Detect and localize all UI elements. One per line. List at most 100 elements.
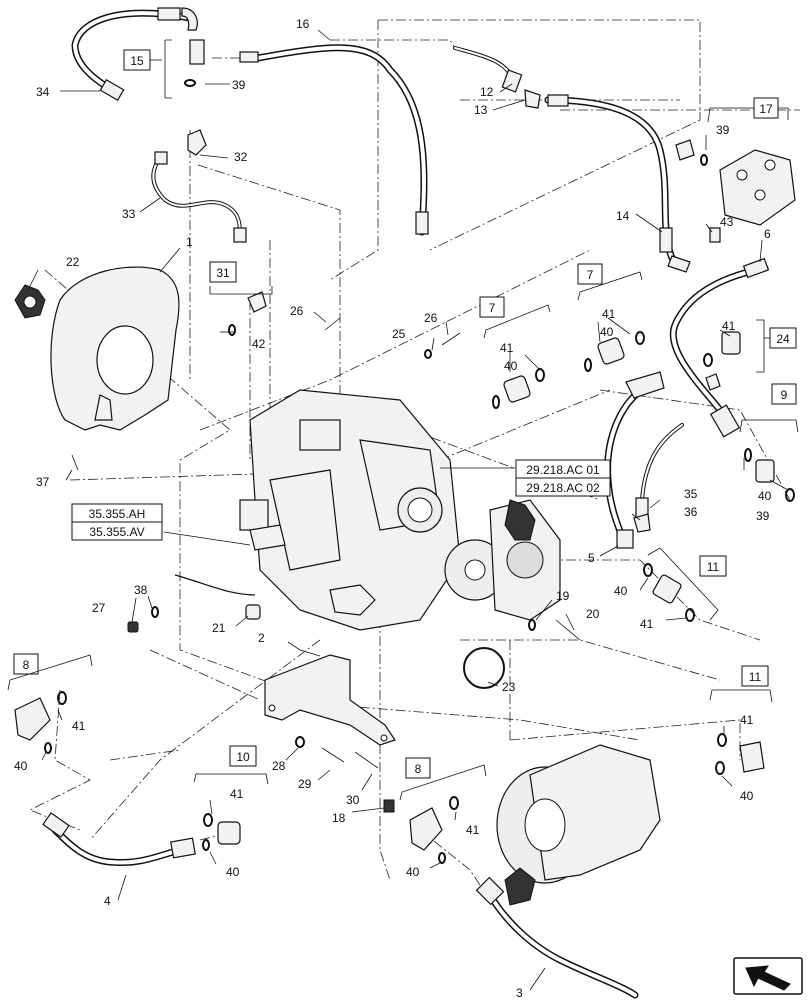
box-label-8-left: 8 (23, 658, 30, 672)
callout-numbers: 1 2 3 4 5 6 12 13 14 16 18 19 20 21 22 2… (14, 17, 772, 1000)
reference-box-29-218: 29.218.AC 01 29.218.AC 02 (515, 459, 611, 497)
callout-41h: 41 (740, 713, 754, 727)
callout-41c: 41 (722, 319, 736, 333)
callout-40d: 40 (614, 584, 628, 598)
callout-30: 30 (346, 793, 360, 807)
sprocket (504, 499, 536, 541)
callout-26b: 26 (424, 311, 438, 325)
callout-19: 19 (556, 589, 570, 603)
box-label-11-upper: 11 (707, 560, 720, 574)
callout-41d: 41 (640, 617, 654, 631)
callout-3: 3 (516, 986, 523, 1000)
boxed-callout-10: 10 (193, 745, 269, 785)
next-page-arrow-icon[interactable] (733, 957, 803, 995)
callout-42: 42 (252, 337, 266, 351)
boxed-callout-31: 31 (209, 261, 273, 295)
callout-41b: 41 (602, 307, 616, 321)
boxed-callout-9: 9 (739, 383, 799, 433)
callout-40f: 40 (226, 865, 240, 879)
hose-3 (475, 876, 639, 999)
box-label-10: 10 (236, 750, 250, 764)
box-label-15: 15 (130, 54, 144, 68)
callout-40e: 40 (14, 759, 28, 773)
callout-20: 20 (586, 607, 600, 621)
callout-40a: 40 (504, 359, 518, 373)
callout-29: 29 (298, 777, 312, 791)
coupling-22 (14, 284, 46, 319)
callout-39a: 39 (232, 78, 246, 92)
hose-4 (42, 812, 196, 867)
callout-26a: 26 (290, 304, 304, 318)
callout-41f: 41 (230, 787, 244, 801)
callout-39c: 39 (756, 509, 770, 523)
callout-25: 25 (392, 327, 406, 341)
callout-18: 18 (332, 811, 346, 825)
hose-16 (239, 44, 429, 236)
boxed-callout-17: 17 (707, 97, 789, 123)
callout-41g: 41 (466, 823, 480, 837)
box-label-9: 9 (781, 388, 788, 402)
ref-29-218-ac-02: 29.218.AC 02 (526, 481, 600, 495)
box-label-7-left: 7 (489, 301, 496, 315)
ref-35-355-ah: 35.355.AH (89, 507, 146, 521)
callout-38: 38 (134, 583, 148, 597)
boxed-callout-8-lower: 8 (399, 757, 487, 801)
callout-13: 13 (474, 103, 488, 117)
callout-1: 1 (186, 235, 193, 249)
callout-23: 23 (502, 680, 516, 694)
hose-6 (669, 257, 770, 438)
hose-34 (71, 7, 198, 102)
callout-28: 28 (272, 759, 286, 773)
flywheel-housing (50, 266, 180, 431)
boxed-callout-7-left: 7 (479, 296, 551, 339)
callout-41a: 41 (500, 341, 514, 355)
box-label-24: 24 (776, 332, 790, 346)
boxed-callout-7-right: 7 (577, 263, 643, 301)
tube-35 (635, 423, 684, 521)
callout-41e: 41 (72, 719, 86, 733)
ref-29-218-ac-01: 29.218.AC 01 (526, 463, 600, 477)
reference-box-35-355: 35.355.AH 35.355.AV (71, 503, 163, 541)
valve-block-17 (719, 149, 796, 226)
box-label-17: 17 (759, 102, 773, 116)
callout-32: 32 (234, 150, 248, 164)
hose-14 (544, 94, 691, 273)
callout-14: 14 (616, 209, 630, 223)
callout-6: 6 (764, 227, 771, 241)
fittings (14, 39, 795, 864)
boxed-callout-15: 15 (123, 39, 172, 99)
boxed-callout-24: 24 (756, 319, 797, 373)
callout-22: 22 (66, 255, 80, 269)
callout-40g: 40 (406, 865, 420, 879)
callout-40c: 40 (758, 489, 772, 503)
callout-40h: 40 (740, 789, 754, 803)
boxed-callout-11-lower: 11 (709, 665, 773, 703)
ref-35-355-av: 35.355.AV (89, 525, 144, 539)
callout-21: 21 (212, 621, 226, 635)
drive-motor (496, 744, 661, 906)
callout-2: 2 (258, 631, 265, 645)
callout-34: 34 (36, 85, 50, 99)
callout-36: 36 (684, 505, 698, 519)
callout-16: 16 (296, 17, 310, 31)
box-label-7-right: 7 (587, 268, 594, 282)
callout-39b: 39 (716, 123, 730, 137)
boxed-callout-8-left: 8 (7, 653, 93, 691)
callout-27: 27 (92, 601, 106, 615)
callout-35: 35 (684, 487, 698, 501)
tube-33 (151, 151, 247, 243)
boxed-callout-11-upper: 11 (647, 547, 727, 621)
callout-5: 5 (588, 551, 595, 565)
box-label-31: 31 (216, 266, 230, 280)
callout-4: 4 (104, 894, 111, 908)
callout-40b: 40 (600, 325, 614, 339)
callout-43: 43 (720, 215, 734, 229)
bracket-2 (264, 654, 396, 746)
callout-33: 33 (122, 207, 136, 221)
pump-assembly (174, 389, 561, 631)
leader-lines (27, 29, 789, 991)
hose-12 (453, 46, 523, 93)
o-ring-23 (463, 647, 505, 689)
callout-12: 12 (480, 85, 494, 99)
